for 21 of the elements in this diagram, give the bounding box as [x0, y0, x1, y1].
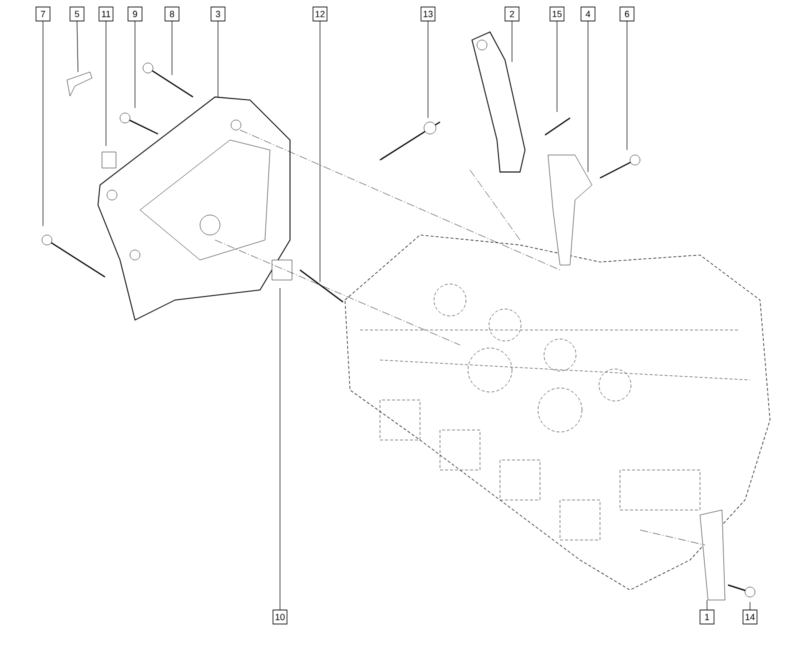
leader-line: [556, 20, 558, 112]
callout-number: 13: [420, 6, 436, 22]
leader-line: [134, 20, 136, 108]
callout-number: 14: [742, 610, 758, 624]
callout-number: 2: [504, 6, 520, 22]
callout-number: 7: [36, 6, 50, 22]
callout-number: 6: [620, 6, 634, 22]
leader-line: [706, 600, 708, 610]
leader-line: [76, 20, 78, 72]
callout-number: 8: [164, 6, 180, 22]
callout-number: 4: [580, 6, 596, 22]
callout-number: 15: [550, 6, 564, 22]
callout-number: 12: [312, 6, 328, 22]
callout-number: 1: [700, 610, 714, 624]
callout-number: 9: [128, 6, 142, 22]
leader-line: [42, 20, 44, 226]
callout-number: 5: [70, 6, 84, 22]
callout-number: 3: [210, 6, 226, 22]
callout-number: 10: [272, 610, 288, 624]
leader-line: [626, 20, 628, 150]
callout-number: 11: [98, 6, 114, 22]
